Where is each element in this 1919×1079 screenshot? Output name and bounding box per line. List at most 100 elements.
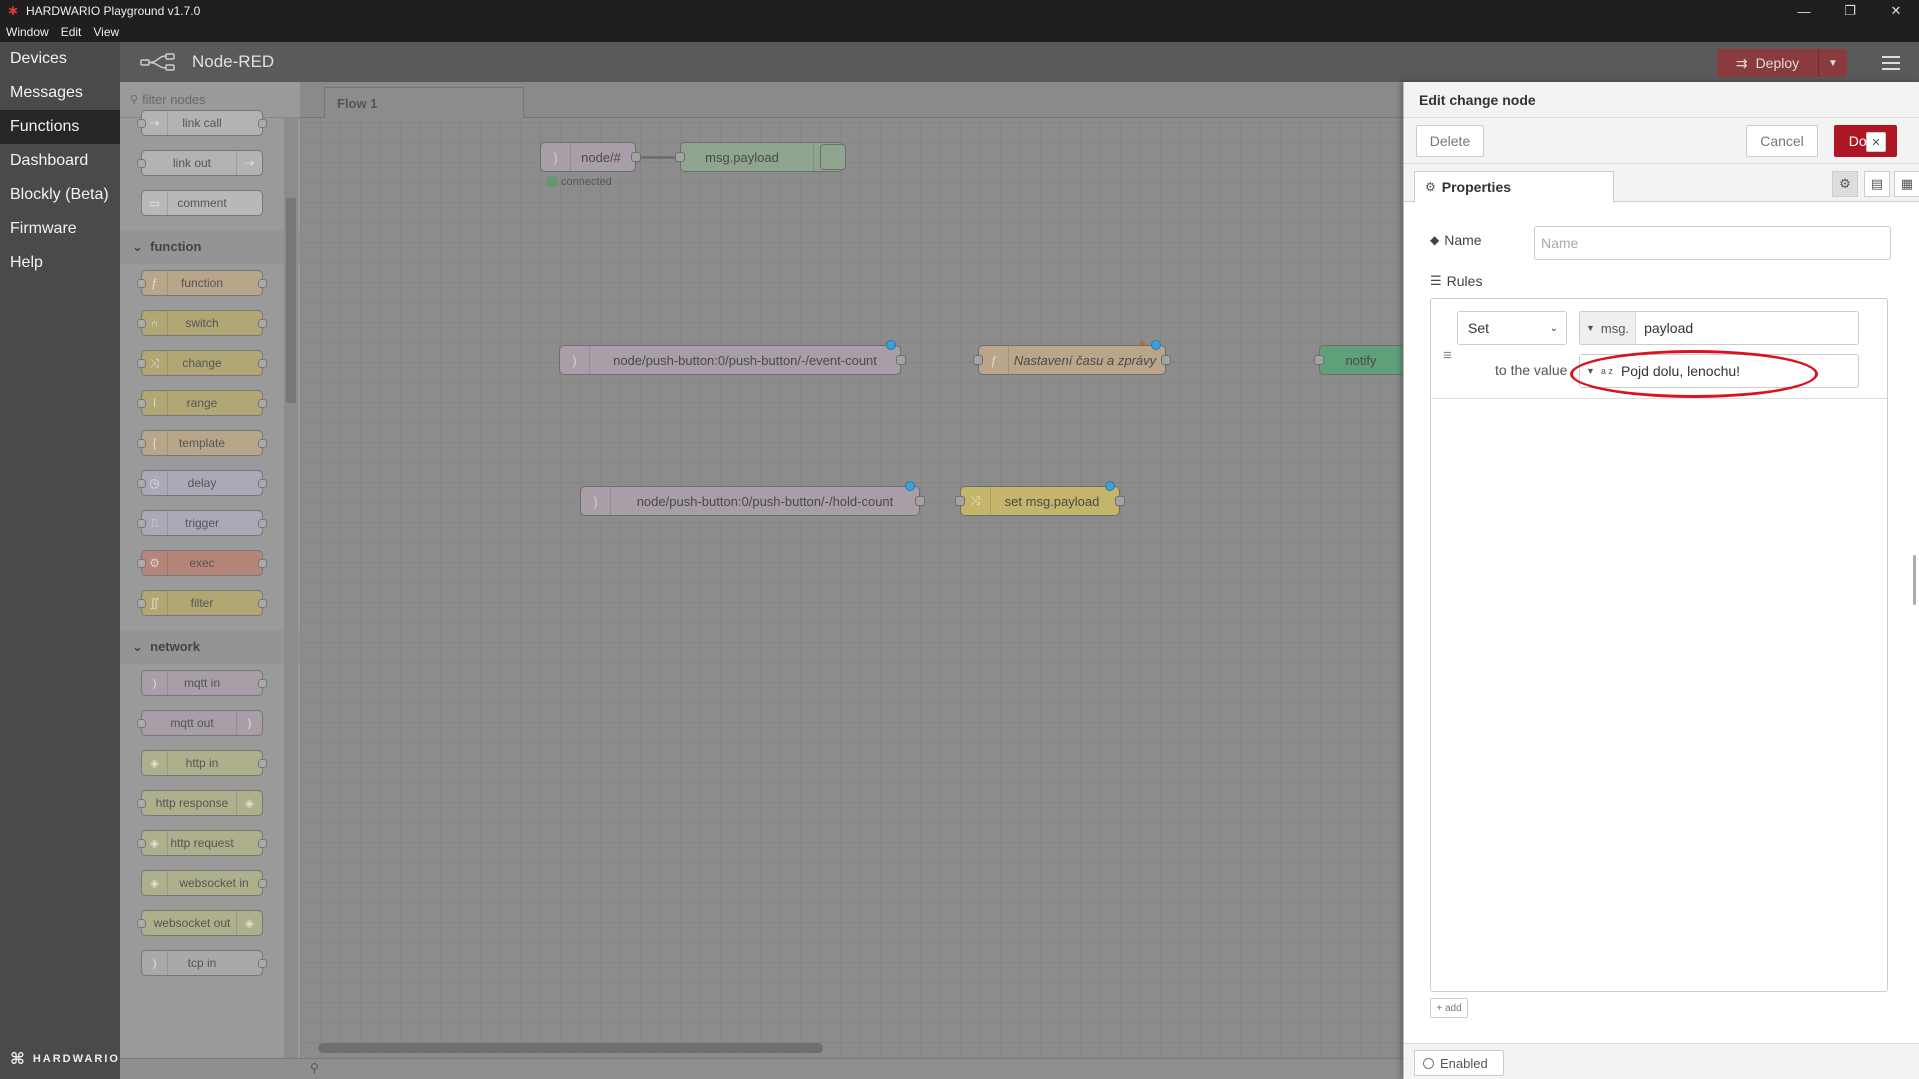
palette-node-exec[interactable]: ⚙exec (137, 550, 267, 576)
workspace-horizontal-scrollbar[interactable] (318, 1043, 823, 1053)
tag-icon: ◆ (1430, 233, 1440, 247)
flow-node-label: Nastavení času a zprávy (1013, 352, 1157, 368)
globe-icon: ◈ (236, 911, 262, 935)
main-menu-icon[interactable] (1876, 50, 1906, 76)
flow-node-debug[interactable]: msg.payload ≣ (675, 142, 844, 172)
rule-value-input[interactable]: ▼a z Pojd dolu, lenochu! (1579, 354, 1859, 388)
palette-node-comment[interactable]: ▭comment (141, 190, 263, 216)
palette-node-link-out[interactable]: link out⇢ (137, 150, 263, 176)
app-logo-icon: ✱ (7, 4, 19, 18)
tray-footer: Enabled (1404, 1043, 1919, 1079)
nodered-title: Node-RED (192, 52, 275, 71)
changed-indicator (1105, 481, 1115, 491)
nav-devices[interactable]: Devices (10, 50, 67, 67)
menu-edit[interactable]: Edit (60, 25, 82, 39)
tab-flow-1[interactable]: Flow 1 (324, 87, 524, 118)
palette-node-http-request[interactable]: ◈http request (137, 830, 267, 856)
palette-node-websocket-in[interactable]: ◈websocket in (141, 870, 267, 896)
delete-button[interactable]: Delete (1416, 125, 1484, 157)
trigger-icon: ⎍ (142, 511, 168, 535)
value-type-button[interactable]: ▼a z (1580, 355, 1619, 387)
wifi-icon: ) (560, 346, 590, 374)
flow-wire (641, 156, 677, 159)
gear-icon: ⚙ (1425, 180, 1436, 194)
flow-node-event-count[interactable]: ) node/push-button:0/push-button/-/event… (559, 340, 906, 375)
flow-node-label: notify (1345, 352, 1377, 368)
target-type-button[interactable]: ▼msg. (1580, 312, 1637, 344)
menu-window[interactable]: Window (6, 25, 49, 39)
palette-node-switch[interactable]: ⑃switch (137, 310, 267, 336)
menu-view[interactable]: View (93, 25, 120, 39)
gear-icon: ⚙ (142, 551, 168, 575)
add-rule-button[interactable]: + add (1430, 998, 1468, 1018)
name-input[interactable]: Name (1534, 226, 1891, 260)
flow-node-function-time[interactable]: ƒ Nastavení času a zprávy ▲ (973, 337, 1171, 375)
flow-node-label: node/# (581, 149, 621, 165)
wifi-icon: ) (581, 487, 611, 515)
palette-category-network[interactable]: ⌄ network (120, 630, 300, 664)
palette-node-change[interactable]: ⤨change (137, 350, 267, 376)
minimize-icon[interactable]: — (1797, 3, 1811, 19)
close-icon[interactable]: ✕ (1890, 3, 1902, 18)
window-controls: — ❐ ✕ (1781, 0, 1919, 22)
done-button[interactable]: Done (1834, 125, 1897, 157)
palette-filter-placeholder: filter nodes (142, 92, 206, 107)
palette-scroll-thumb[interactable] (286, 198, 296, 403)
zoom-search-icon[interactable]: ⚲ (310, 1061, 319, 1075)
nav-messages[interactable]: Messages (10, 84, 83, 101)
deploy-label: Deploy (1755, 55, 1800, 71)
restore-icon[interactable]: ❐ (1844, 3, 1856, 18)
palette-node-template[interactable]: {template (137, 430, 267, 456)
palette-node-websocket-out[interactable]: websocket out◈ (137, 910, 263, 936)
name-label: ◆ Name (1430, 232, 1482, 248)
tab-properties[interactable]: ⚙ Properties (1414, 171, 1614, 203)
palette-node-delay[interactable]: ◷delay (137, 470, 267, 496)
rule-action-select[interactable]: Set ⌄ (1457, 311, 1567, 345)
palette-category-function[interactable]: ⌄ function (120, 230, 300, 264)
drag-handle-icon[interactable]: ≡ (1443, 347, 1452, 364)
palette-node-http-response[interactable]: http response◈ (137, 790, 263, 816)
flow-node-set-payload[interactable]: ⤨ set msg.payload (955, 481, 1125, 516)
cancel-button[interactable]: Cancel (1746, 125, 1818, 157)
palette-footer (120, 1058, 300, 1079)
deploy-main[interactable]: ⇉ Deploy (1717, 49, 1819, 77)
settings-tab-gear-icon[interactable]: ⚙ (1832, 171, 1858, 197)
flow-workspace[interactable]: Flow 1 ) node/# connected msg.payload ≣ … (300, 82, 1403, 1079)
palette-node-trigger[interactable]: ⎍trigger (137, 510, 267, 536)
app-sidebar: Devices Messages Functions Dashboard Blo… (0, 42, 120, 1079)
nav-functions[interactable]: Functions (0, 110, 120, 144)
appearance-tab-icon[interactable]: ▦ (1894, 171, 1919, 197)
window-titlebar: ✱ HARDWARIO Playground v1.7.0 — ❐ ✕ (0, 0, 1919, 22)
palette-node-mqtt-out[interactable]: mqtt out) (137, 710, 263, 736)
globe-icon: ◈ (142, 831, 168, 855)
nav-dashboard[interactable]: Dashboard (10, 152, 89, 169)
remove-rule-close-icon[interactable]: ✕ (1866, 132, 1886, 152)
nav-firmware[interactable]: Firmware (10, 220, 77, 237)
wifi-icon: ) (236, 711, 262, 735)
enabled-toggle[interactable]: Enabled (1414, 1050, 1504, 1076)
palette-node-filter[interactable]: ∬filter (137, 590, 267, 616)
window-title: HARDWARIO Playground v1.7.0 (26, 4, 201, 18)
caret-down-icon: ▼ (1586, 323, 1595, 333)
palette-scrollbar[interactable] (284, 118, 298, 1058)
flow-node-label: set msg.payload (1004, 493, 1100, 509)
rule-target-input[interactable]: ▼msg. payload (1579, 311, 1859, 345)
rule-target-value: payload (1644, 320, 1694, 336)
flow-node-notify[interactable]: notify (1314, 345, 1403, 375)
debug-toggle-button[interactable] (820, 144, 846, 170)
deploy-menu-caret-icon[interactable]: ▼ (1828, 57, 1838, 69)
flow-node-hold-count[interactable]: ) node/push-button:0/push-button/-/hold-… (580, 481, 925, 516)
flow-node-mqtt-all[interactable]: ) node/# (540, 142, 641, 172)
description-tab-icon[interactable]: ▤ (1864, 171, 1890, 197)
deploy-button[interactable]: ⇉ Deploy ▼ (1717, 49, 1847, 77)
palette-node-http-in[interactable]: ◈http in (141, 750, 267, 776)
nav-help[interactable]: Help (10, 254, 43, 271)
nav-blockly[interactable]: Blockly (Beta) (10, 186, 109, 203)
warning-triangle-icon: ▲ (1137, 337, 1147, 348)
palette-node-mqtt-in[interactable]: )mqtt in (141, 670, 267, 696)
palette-node-link-call[interactable]: ⇢link call (137, 110, 267, 136)
tray-scrollbar[interactable] (1913, 555, 1916, 605)
palette-node-tcp-in[interactable]: )tcp in (141, 950, 267, 976)
